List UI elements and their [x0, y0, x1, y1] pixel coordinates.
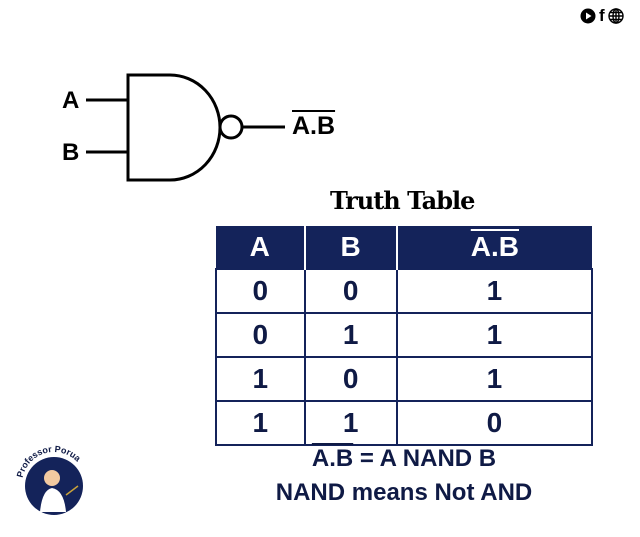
output-label: A.B [292, 112, 336, 140]
caption: A.B = A NAND B NAND means Not AND [215, 442, 593, 510]
professor-porua-logo: Professor Porua [15, 444, 83, 515]
social-icons: f [580, 6, 624, 26]
table-header: A B A.B [216, 224, 592, 269]
caption-meaning: NAND means Not AND [275, 479, 533, 506]
input-b-label: B [62, 139, 80, 166]
truth-table-title: Truth Table [330, 186, 475, 215]
play-icon[interactable] [580, 8, 596, 24]
caption-equation: A.B = A NAND B [311, 445, 497, 472]
header-b: B [303, 224, 398, 269]
globe-icon[interactable] [607, 8, 624, 24]
nand-gate-diagram [86, 73, 285, 182]
facebook-icon[interactable]: f [599, 6, 605, 25]
input-a-label: A [62, 87, 80, 114]
header-a: A [216, 224, 306, 269]
header-output: A.B [395, 224, 592, 269]
